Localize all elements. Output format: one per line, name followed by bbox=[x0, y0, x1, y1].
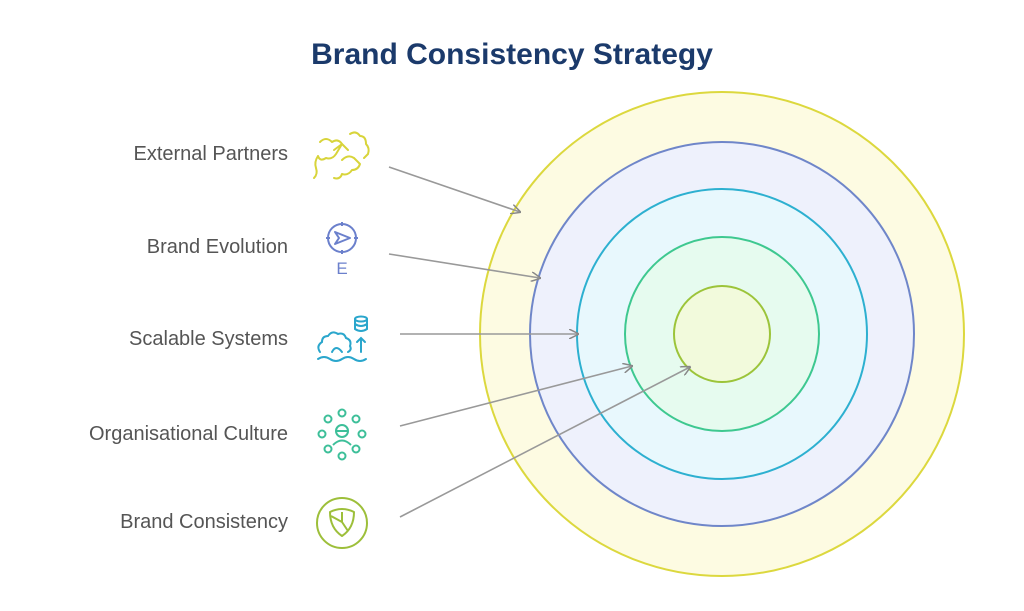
compass-letter: E bbox=[336, 259, 347, 278]
label-brand-evolution: Brand Evolution bbox=[146, 236, 288, 258]
compass-icon bbox=[326, 222, 358, 254]
label-external-partners: External Partners bbox=[133, 143, 288, 165]
shield-icon bbox=[316, 497, 368, 549]
people-network-icon bbox=[317, 408, 367, 461]
arrow-organisational-culture bbox=[399, 366, 632, 427]
label-scalable-systems: Scalable Systems bbox=[129, 328, 288, 350]
arrow-brand-consistency bbox=[399, 367, 690, 518]
label-organisational-culture: Organisational Culture bbox=[89, 423, 288, 445]
ring-brand-consistency bbox=[673, 285, 771, 383]
arrow-brand-evolution bbox=[388, 253, 540, 278]
diagram-title: Brand Consistency Strategy bbox=[311, 38, 713, 71]
arrow-external-partners bbox=[388, 166, 520, 212]
label-brand-consistency: Brand Consistency bbox=[120, 511, 288, 533]
gear-database-icon bbox=[317, 315, 368, 362]
handshake-icon bbox=[313, 131, 370, 180]
